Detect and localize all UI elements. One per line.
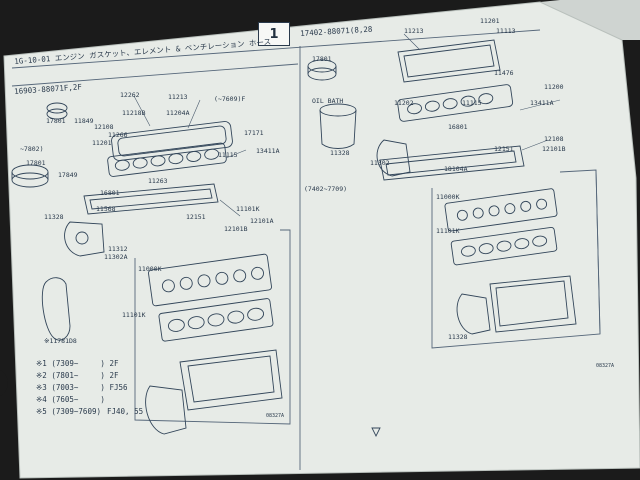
part-number: 11101K [236, 205, 260, 213]
part-number: 12262 [120, 91, 140, 99]
part-number: 11328 [44, 213, 64, 221]
part-number: 11115 [218, 151, 238, 159]
part-number: 12151 [186, 213, 206, 221]
part-number: 17801 [26, 159, 46, 167]
part-number: 11302A [104, 253, 128, 261]
footnote-item: ※4 (7605~) [36, 395, 105, 404]
part-number: 12108 [94, 123, 114, 131]
part-number: 11201 [92, 139, 112, 147]
left-gasket-kit-diagram [11, 102, 283, 435]
part-number: 17801 [46, 117, 66, 125]
part-number: 11328 [330, 149, 350, 157]
part-number: 11202 [394, 99, 414, 107]
part-number: 17801 [312, 55, 332, 63]
part-number: 12101A [250, 217, 274, 225]
part-number: 11213 [404, 27, 424, 35]
part-number: 11101K [122, 311, 146, 319]
part-number: 12101B [542, 145, 566, 153]
figure-reference-left: 08327A [266, 413, 285, 419]
right-range-label: (7402~7709) [304, 185, 348, 193]
right-subgroup-label: 11000K [436, 193, 460, 201]
part-number: 12101B [224, 225, 248, 233]
figure-reference-right: 08327A [596, 363, 615, 369]
left-kit-label: ※11781D8 [44, 337, 77, 345]
left-range-label: (~7609)F [214, 95, 246, 103]
part-number: 11115 [462, 99, 482, 107]
part-number: 11263 [148, 177, 168, 185]
part-number: 17849 [58, 171, 78, 179]
footnote-item: ※3 (7003~) FJ56 [36, 383, 128, 392]
part-number: 11849 [74, 117, 94, 125]
part-number: 11218B [122, 109, 146, 117]
part-number: 11204A [166, 109, 190, 117]
part-number: 11213 [168, 93, 188, 101]
binder-punch-hole [0, 368, 8, 398]
footnote-item: ※5 (7309~7609)FJ40, 55 [36, 407, 144, 416]
part-number: 16801 [448, 123, 468, 131]
footnote-item: ※2 (7801~) 2F [36, 371, 119, 380]
part-number: 11302 [370, 159, 390, 167]
part-number: 18104A [444, 165, 468, 173]
part-number: 11113 [496, 27, 516, 35]
part-number: 17171 [244, 129, 264, 137]
left-date-label: ~7802) [20, 145, 44, 153]
left-subgroup-label: 11000K [138, 265, 162, 273]
part-number: 12151 [494, 145, 514, 153]
part-number: 13411A [530, 99, 554, 107]
part-number: 12108 [544, 135, 564, 143]
continuation-arrow-icon [371, 427, 381, 438]
right-gasket-kit-diagram [307, 39, 577, 335]
part-number: 11312 [108, 245, 128, 253]
part-number: 11328 [448, 333, 468, 341]
part-number: 11266 [108, 131, 128, 139]
part-number: 11568 [96, 205, 116, 213]
part-number: 11200 [544, 83, 564, 91]
part-number: 11476 [494, 69, 514, 77]
page-number-box: 1 [258, 22, 290, 46]
part-number: 13411A [256, 147, 280, 155]
part-number: 16801 [100, 189, 120, 197]
part-number: 11201 [480, 17, 500, 25]
footnote-item: ※1 (7309~) 2F [36, 359, 119, 368]
oil-bath-label: OIL BATH [312, 97, 344, 105]
part-number: 11101K [436, 227, 460, 235]
